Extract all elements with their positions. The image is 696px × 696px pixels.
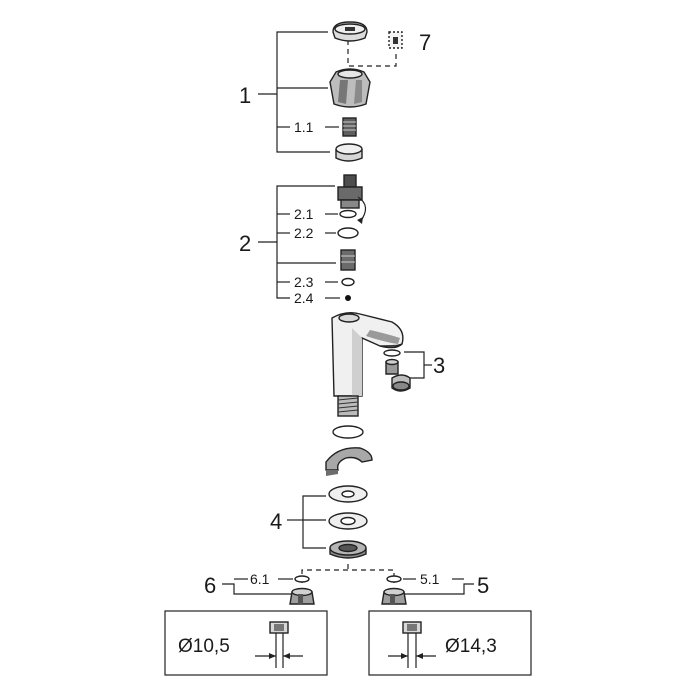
callout-6-1: 6.1 — [250, 571, 270, 587]
mounting-washers — [328, 485, 368, 559]
valve-part — [340, 249, 356, 271]
callout-2-1: 2.1 — [294, 206, 314, 222]
ball-2-4 — [345, 295, 351, 301]
callout-5-1: 5.1 — [420, 571, 440, 587]
callout-6: 6 — [204, 573, 216, 598]
pipe-diameter-right: Ø14,3 — [445, 636, 497, 657]
aerator-part — [383, 349, 411, 392]
body-oring — [332, 425, 364, 439]
handle-part — [329, 68, 371, 108]
washer-2-1 — [339, 209, 357, 219]
callout-5: 5 — [477, 573, 489, 598]
callout-4: 4 — [270, 509, 282, 534]
spindle-part — [337, 174, 367, 224]
washer-6-1 — [294, 575, 310, 583]
callout-1-1: 1.1 — [294, 119, 314, 135]
pipe-box-right — [368, 610, 532, 676]
callout-2: 2 — [239, 231, 251, 256]
clamp-part — [325, 447, 373, 476]
washer-2-3 — [341, 277, 355, 287]
tap-body — [331, 311, 404, 417]
callout-2-4: 2.4 — [294, 290, 314, 306]
nut-5 — [381, 587, 407, 605]
callout-2-3: 2.3 — [294, 274, 314, 290]
callout-1: 1 — [239, 83, 251, 108]
pipe-box-left — [164, 610, 328, 676]
callout-7: 7 — [419, 30, 431, 55]
ring-part — [335, 143, 363, 162]
nut-6 — [289, 587, 315, 605]
callout-lines — [222, 31, 474, 595]
callout-2-2: 2.2 — [294, 225, 314, 241]
callout-3: 3 — [433, 353, 445, 378]
insert-part-7 — [388, 31, 403, 49]
oring-2-2 — [337, 227, 359, 239]
washer-5-1 — [386, 575, 402, 583]
cap-part — [332, 21, 368, 42]
pipe-diameter-left: Ø10,5 — [178, 636, 230, 657]
screw-part — [342, 117, 357, 137]
